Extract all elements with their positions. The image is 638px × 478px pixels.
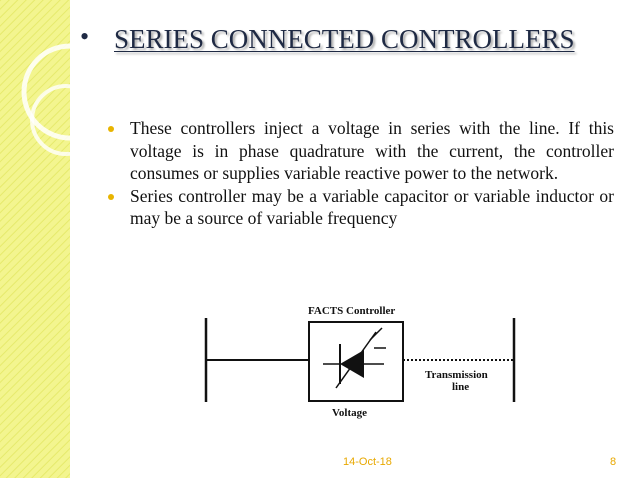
decorative-circle <box>30 84 70 156</box>
decorative-sidebar <box>0 0 70 478</box>
series-controller-diagram: FACTS Controller Voltage Transmission li… <box>204 305 516 419</box>
footer-date: 14-Oct-18 <box>343 456 392 468</box>
page-title: SERIES CONNECTED CONTROLLERS <box>114 24 575 54</box>
voltage-label: Voltage <box>332 407 367 419</box>
page-number: 8 <box>610 456 617 468</box>
transmission-label: Transmission <box>425 369 488 381</box>
variable-arrow <box>335 331 377 389</box>
transmission-label-line: line <box>452 381 469 393</box>
bullet-text: These controllers inject a voltage in se… <box>130 118 614 183</box>
bullet-icon <box>108 126 114 132</box>
list-item: Series controller may be a variable capa… <box>108 185 614 230</box>
title-bullet-icon: • <box>80 22 90 51</box>
title-row: • SERIES CONNECTED CONTROLLERS <box>80 18 620 58</box>
decorative-circle <box>21 43 70 141</box>
list-item: These controllers inject a voltage in se… <box>108 117 614 185</box>
controller-label: FACTS Controller <box>308 305 395 317</box>
bullet-icon <box>108 193 114 200</box>
bullet-text: Series controller may be a variable capa… <box>130 185 614 229</box>
bullet-list: These controllers inject a voltage in se… <box>108 117 614 230</box>
